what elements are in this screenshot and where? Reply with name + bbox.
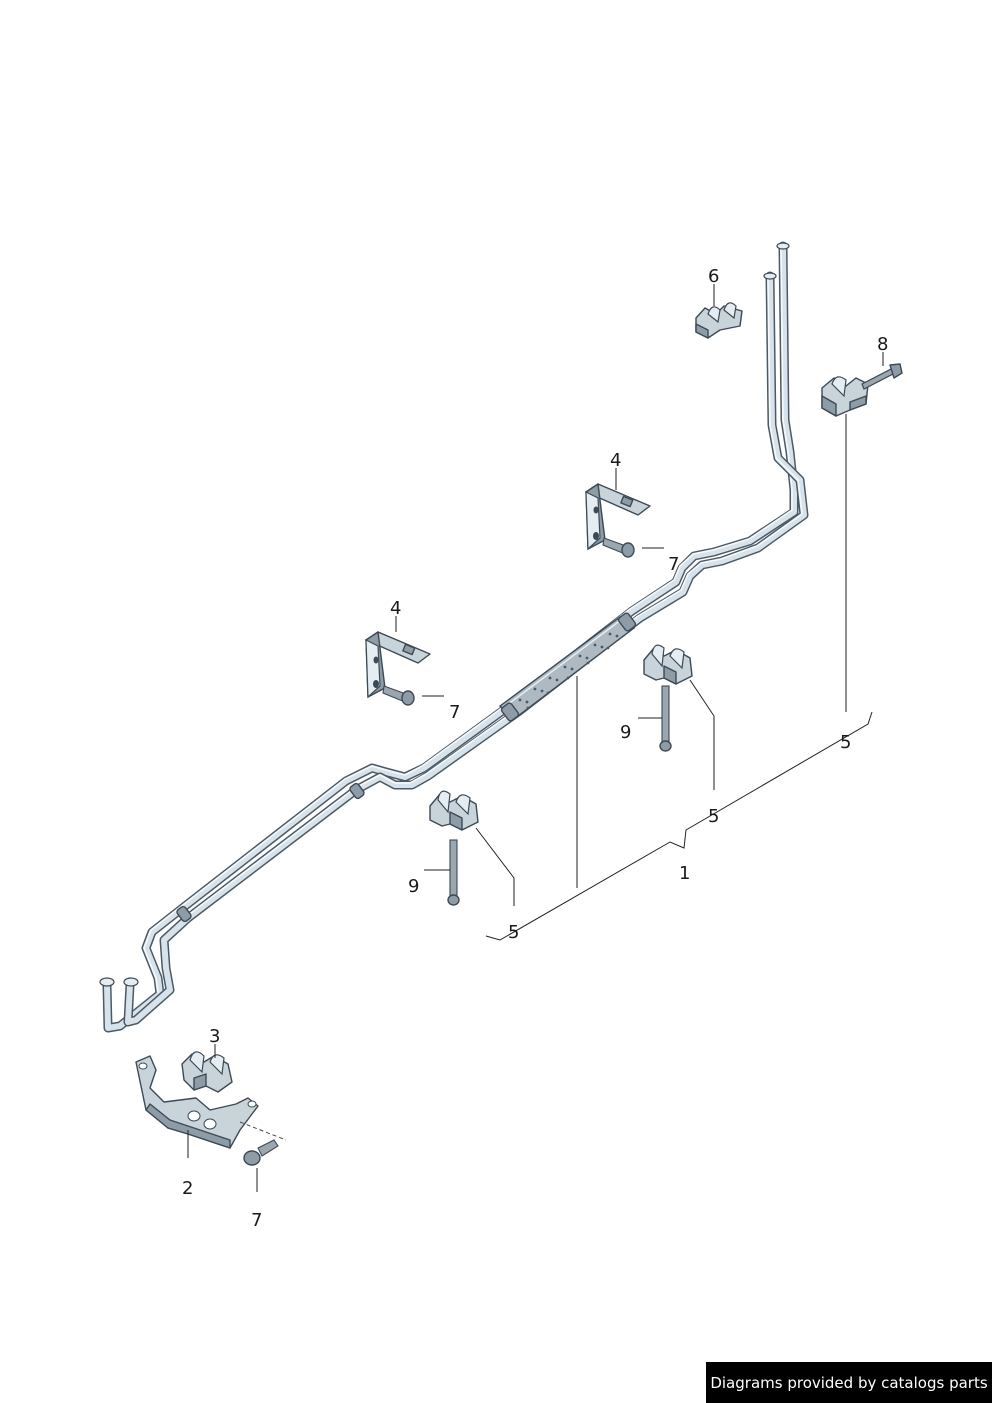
bracket-2 bbox=[135, 1055, 287, 1149]
callout-4-lower: 4 bbox=[390, 598, 401, 619]
callout-4-upper: 4 bbox=[610, 450, 621, 471]
bolt-9-right bbox=[659, 685, 672, 752]
pipe-band bbox=[349, 782, 365, 800]
callout-6: 6 bbox=[708, 266, 719, 287]
bolt-8 bbox=[861, 367, 896, 390]
callout-7-bottom: 7 bbox=[251, 1210, 262, 1231]
pipe-b bbox=[123, 271, 809, 1027]
pipe-band bbox=[176, 905, 192, 923]
pipe-end-bottom-a bbox=[99, 977, 115, 987]
callout-9-right: 9 bbox=[620, 722, 631, 743]
footer-text: Diagrams provided by catalogs parts bbox=[710, 1373, 988, 1392]
callout-7-middle: 7 bbox=[449, 702, 460, 723]
pipe-end-top-b bbox=[763, 272, 777, 280]
line-assembly bbox=[99, 241, 809, 1033]
footer-attribution: Diagrams provided by catalogs parts bbox=[706, 1362, 992, 1403]
callout-7-upper: 7 bbox=[668, 554, 679, 575]
clip-8 bbox=[821, 363, 903, 417]
screw-7-bottom bbox=[243, 1139, 279, 1166]
bracket-4-upper bbox=[585, 483, 651, 551]
screw-7-upper bbox=[602, 537, 635, 558]
clip-3 bbox=[181, 1051, 233, 1093]
callout-5-middle: 5 bbox=[708, 806, 719, 827]
bolt-9-left bbox=[447, 839, 460, 906]
callout-5-left: 5 bbox=[508, 922, 519, 943]
callout-labels: 1 2 3 4 4 5 5 5 6 7 7 7 8 9 9 bbox=[182, 266, 888, 1231]
clip-5-right bbox=[643, 644, 693, 685]
screw-7-middle bbox=[382, 685, 415, 706]
protective-sleeve bbox=[498, 612, 637, 722]
callout-1: 1 bbox=[679, 863, 690, 884]
pipe-end-bottom-b bbox=[123, 977, 139, 987]
callout-5-right: 5 bbox=[840, 732, 851, 753]
callout-3: 3 bbox=[209, 1026, 220, 1047]
pipe-end-top-a bbox=[776, 242, 790, 250]
leader-lines bbox=[187, 284, 884, 1192]
pipe-a bbox=[102, 241, 799, 1033]
callout-8: 8 bbox=[877, 334, 888, 355]
bracket-4-lower bbox=[365, 631, 431, 699]
callout-2: 2 bbox=[182, 1178, 193, 1199]
callout-9-left: 9 bbox=[408, 876, 419, 897]
clip-5-left bbox=[429, 790, 479, 831]
clip-6 bbox=[695, 302, 743, 339]
